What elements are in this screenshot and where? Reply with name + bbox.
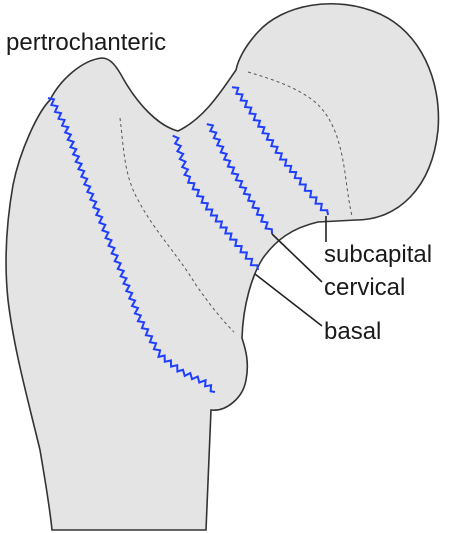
subcapital-label: subcapital [324, 243, 432, 267]
basal-leader-line [255, 274, 322, 326]
basal-label: basal [324, 320, 381, 344]
cervical-label: cervical [324, 276, 405, 300]
pertrochanteric-label: pertrochanteric [6, 31, 166, 55]
cervical-leader-line [272, 234, 322, 282]
